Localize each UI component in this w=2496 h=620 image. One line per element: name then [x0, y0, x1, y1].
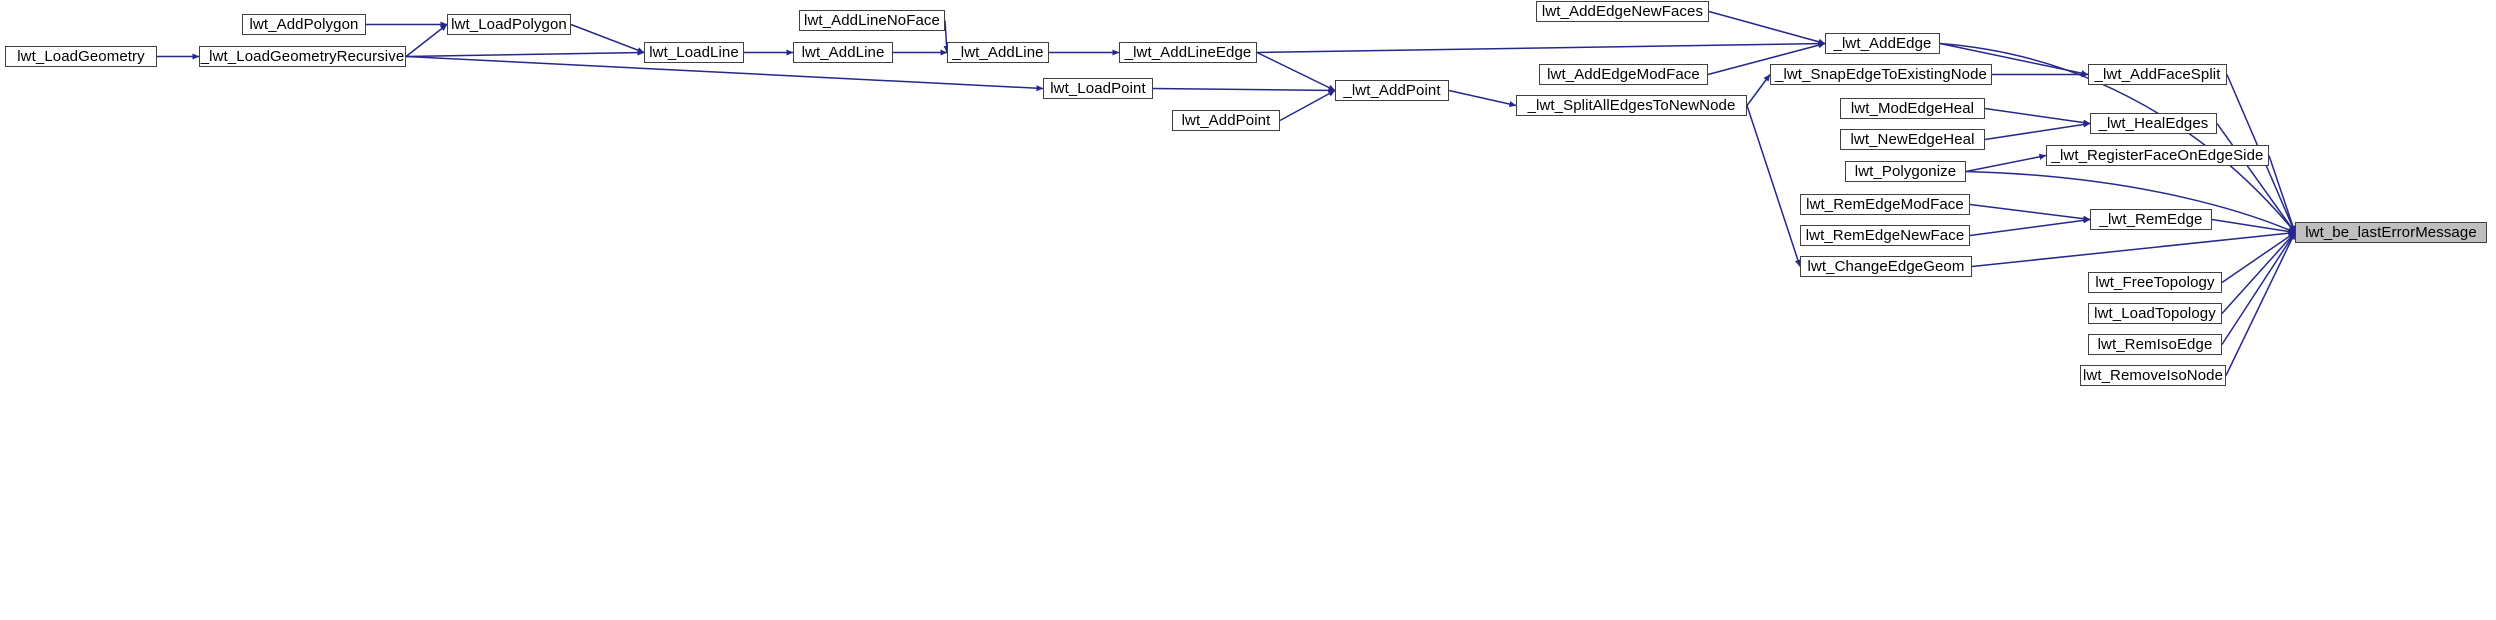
- graph-node-_lwt_SplitAllEdgesToNewNode[interactable]: _lwt_SplitAllEdgesToNewNode: [1516, 95, 1747, 116]
- graph-node-label: _lwt_SplitAllEdgesToNewNode: [1527, 97, 1736, 114]
- graph-node-lwt_FreeTopology[interactable]: lwt_FreeTopology: [2088, 272, 2222, 293]
- graph-edge: [1279, 89, 1336, 122]
- graph-node-label: lwt_Polygonize: [1854, 163, 1957, 180]
- graph-node-lwt_LoadPoint[interactable]: lwt_LoadPoint: [1043, 78, 1153, 99]
- graph-node-lwt_AddEdgeModFace[interactable]: lwt_AddEdgeModFace: [1539, 64, 1708, 85]
- graph-node-lwt_Polygonize[interactable]: lwt_Polygonize: [1845, 161, 1966, 182]
- graph-node-lwt_NewEdgeHeal[interactable]: lwt_NewEdgeHeal: [1840, 129, 1985, 150]
- graph-node-label: lwt_AddPoint: [1181, 112, 1271, 129]
- graph-node-_lwt_AddLine[interactable]: _lwt_AddLine: [947, 42, 1049, 63]
- graph-node-_lwt_AddPoint[interactable]: _lwt_AddPoint: [1335, 80, 1449, 101]
- graph-node-lwt_LoadPolygon[interactable]: lwt_LoadPolygon: [447, 14, 571, 35]
- graph-node-label: lwt_LoadPoint: [1050, 80, 1146, 97]
- graph-node-label: lwt_LoadPolygon: [451, 16, 567, 33]
- graph-edge: [2216, 123, 2296, 233]
- graph-edge: [1708, 10, 1826, 45]
- graph-node-label: lwt_AddLine: [801, 44, 885, 61]
- graph-edge: [1984, 121, 2091, 141]
- graph-node-_lwt_RemEdge[interactable]: _lwt_RemEdge: [2090, 209, 2212, 230]
- graph-edge: [1746, 74, 1771, 106]
- graph-node-label: lwt_AddPolygon: [249, 16, 359, 33]
- graph-node-label: lwt_AddLineNoFace: [804, 12, 940, 29]
- graph-edge: [2268, 155, 2296, 233]
- graph-node-label: _lwt_AddLineEdge: [1124, 44, 1252, 61]
- graph-edge: [405, 23, 448, 58]
- graph-node-lwt_ModEdgeHeal[interactable]: lwt_ModEdgeHeal: [1840, 98, 1985, 119]
- graph-edge: [1965, 153, 2047, 173]
- graph-node-lwt_be_lastErrorMessage[interactable]: lwt_be_lastErrorMessage: [2295, 222, 2487, 243]
- graph-node-lwt_RemEdgeModFace[interactable]: lwt_RemEdgeModFace: [1800, 194, 1970, 215]
- graph-edge: [1256, 51, 1336, 92]
- graph-node-label: lwt_RemoveIsoNode: [2082, 367, 2224, 384]
- graph-node-lwt_AddLineNoFace[interactable]: lwt_AddLineNoFace: [799, 10, 945, 31]
- graph-node-lwt_RemoveIsoNode[interactable]: lwt_RemoveIsoNode: [2080, 365, 2226, 386]
- graph-node-label: _lwt_AddLine: [952, 44, 1044, 61]
- graph-node-lwt_LoadGeometry[interactable]: lwt_LoadGeometry: [5, 46, 157, 67]
- graph-node-label: lwt_AddEdgeModFace: [1547, 66, 1700, 83]
- graph-node-label: lwt_NewEdgeHeal: [1850, 131, 1975, 148]
- graph-node-label: lwt_RemIsoEdge: [2097, 336, 2213, 353]
- graph-node-_lwt_RegisterFaceOnEdgeSide[interactable]: _lwt_RegisterFaceOnEdgeSide: [2046, 145, 2269, 166]
- graph-node-label: lwt_LoadGeometry: [17, 48, 145, 65]
- graph-edge: [1152, 87, 1336, 94]
- graph-node-_lwt_SnapEdgeToExistingNode[interactable]: _lwt_SnapEdgeToExistingNode: [1770, 64, 1992, 85]
- graph-edge: [1984, 107, 2091, 126]
- graph-node-lwt_AddEdgeNewFaces[interactable]: lwt_AddEdgeNewFaces: [1536, 1, 1709, 22]
- graph-node-_lwt_AddLineEdge[interactable]: _lwt_AddLineEdge: [1119, 42, 1257, 63]
- graph-node-lwt_RemIsoEdge[interactable]: lwt_RemIsoEdge: [2088, 334, 2222, 355]
- graph-node-lwt_ChangeEdgeGeom[interactable]: lwt_ChangeEdgeGeom: [1800, 256, 1972, 277]
- graph-node-_lwt_AddFaceSplit[interactable]: _lwt_AddFaceSplit: [2088, 64, 2227, 85]
- graph-edge: [2225, 232, 2296, 376]
- graph-node-lwt_LoadTopology[interactable]: lwt_LoadTopology: [2088, 303, 2222, 324]
- graph-node-label: lwt_ChangeEdgeGeom: [1807, 258, 1965, 275]
- graph-node-label: lwt_RemEdgeModFace: [1806, 196, 1964, 213]
- graph-node-label: lwt_FreeTopology: [2095, 274, 2215, 291]
- graph-node-lwt_AddPolygon[interactable]: lwt_AddPolygon: [242, 14, 366, 35]
- graph-node-label: _lwt_RemEdge: [2099, 211, 2203, 228]
- graph-edge: [2221, 231, 2296, 284]
- graph-node-lwt_AddPoint[interactable]: lwt_AddPoint: [1172, 110, 1280, 131]
- graph-edge: [1969, 203, 2091, 222]
- graph-node-label: _lwt_LoadGeometryRecursive: [200, 48, 405, 65]
- graph-edge: [2221, 231, 2296, 315]
- graph-edge: [1971, 230, 2296, 268]
- graph-node-label: lwt_RemEdgeNewFace: [1805, 227, 1965, 244]
- graph-edge: [1969, 217, 2091, 237]
- graph-edge: [1256, 40, 1826, 54]
- graph-edge: [1746, 105, 1801, 267]
- graph-node-label: lwt_LoadTopology: [2094, 305, 2216, 322]
- graph-node-_lwt_AddEdge[interactable]: _lwt_AddEdge: [1825, 33, 1940, 54]
- graph-edge: [2221, 232, 2296, 345]
- graph-node-_lwt_LoadGeometryRecursive[interactable]: _lwt_LoadGeometryRecursive: [199, 46, 406, 67]
- graph-node-label: _lwt_SnapEdgeToExistingNode: [1775, 66, 1988, 83]
- graph-edge: [570, 23, 645, 54]
- graph-edge: [2211, 218, 2296, 235]
- graph-node-lwt_LoadLine[interactable]: lwt_LoadLine: [644, 42, 744, 63]
- graph-node-label: lwt_be_lastErrorMessage: [2305, 224, 2477, 241]
- graph-node-label: _lwt_RegisterFaceOnEdgeSide: [2051, 147, 2264, 164]
- graph-node-label: _lwt_AddFaceSplit: [2094, 66, 2221, 83]
- graph-node-label: lwt_AddEdgeNewFaces: [1541, 3, 1704, 20]
- graph-node-lwt_AddLine[interactable]: lwt_AddLine: [793, 42, 893, 63]
- graph-node-label: _lwt_AddPoint: [1343, 82, 1441, 99]
- graph-node-label: lwt_LoadLine: [649, 44, 739, 61]
- graph-node-label: lwt_ModEdgeHeal: [1850, 100, 1975, 117]
- graph-node-lwt_RemEdgeNewFace[interactable]: lwt_RemEdgeNewFace: [1800, 225, 1970, 246]
- graph-node-_lwt_HealEdges[interactable]: _lwt_HealEdges: [2090, 113, 2217, 134]
- graph-node-label: _lwt_HealEdges: [2098, 115, 2209, 132]
- graph-node-label: _lwt_AddEdge: [1833, 35, 1932, 52]
- graph-edge: [405, 49, 645, 58]
- graph-edge: [1448, 89, 1517, 108]
